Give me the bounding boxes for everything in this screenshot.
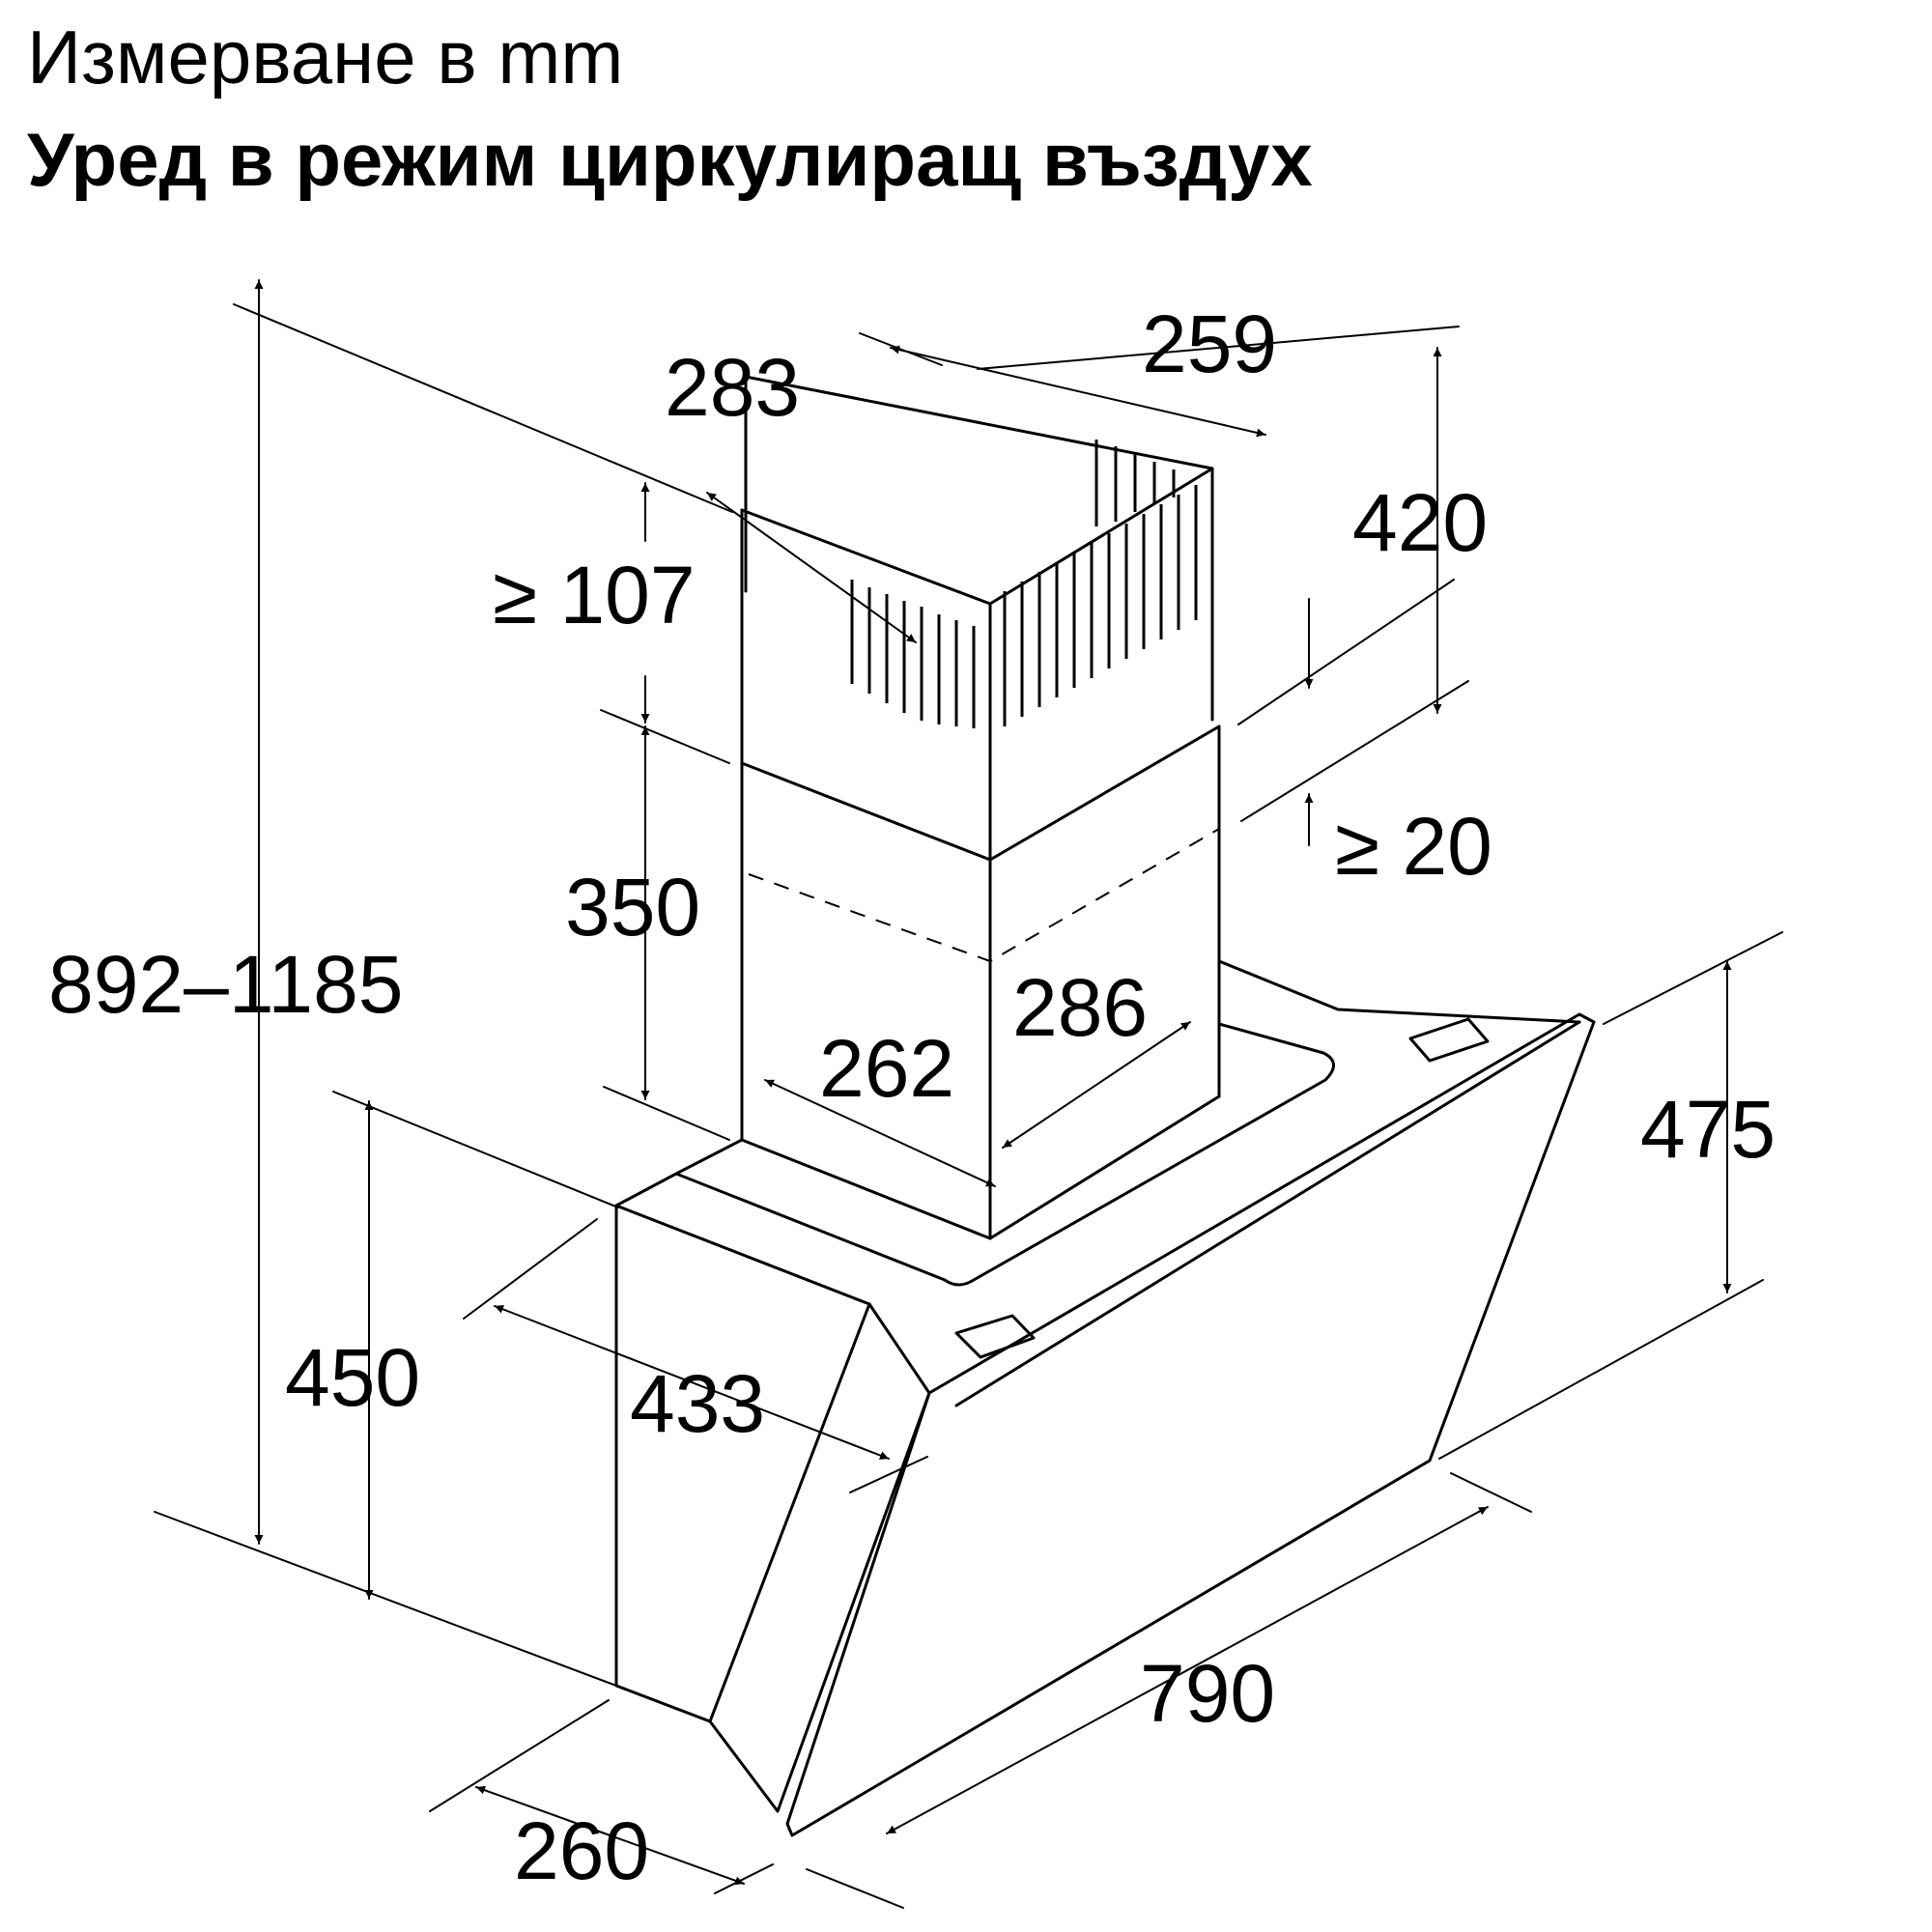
dim-286: 286 bbox=[1012, 962, 1148, 1053]
dim-433: 433 bbox=[630, 1358, 765, 1449]
dim-790: 790 bbox=[1140, 1648, 1275, 1739]
dim-283: 283 bbox=[665, 342, 800, 433]
dim-107: ≥ 107 bbox=[493, 550, 696, 640]
dim-450: 450 bbox=[285, 1332, 420, 1423]
dim-20: ≥ 20 bbox=[1335, 801, 1492, 892]
dim-260: 260 bbox=[514, 1805, 649, 1896]
dim-259: 259 bbox=[1142, 298, 1277, 389]
dimension-arrows bbox=[254, 279, 1732, 1886]
page-title: Измерване в mm bbox=[27, 14, 624, 99]
page-subtitle: Уред в режим циркулиращ въздух bbox=[27, 117, 1313, 202]
dim-350: 350 bbox=[565, 862, 700, 952]
dimension-labels: 283 259 420 ≥ 107 ≥ 20 350 286 262 892–1… bbox=[48, 298, 1776, 1896]
hood-outline bbox=[614, 375, 1596, 1837]
dim-420: 420 bbox=[1352, 477, 1488, 568]
dim-892-1185: 892–1185 bbox=[48, 939, 404, 1030]
dim-475: 475 bbox=[1640, 1084, 1776, 1175]
dim-262: 262 bbox=[819, 1023, 954, 1114]
extension-lines bbox=[154, 303, 1783, 1909]
